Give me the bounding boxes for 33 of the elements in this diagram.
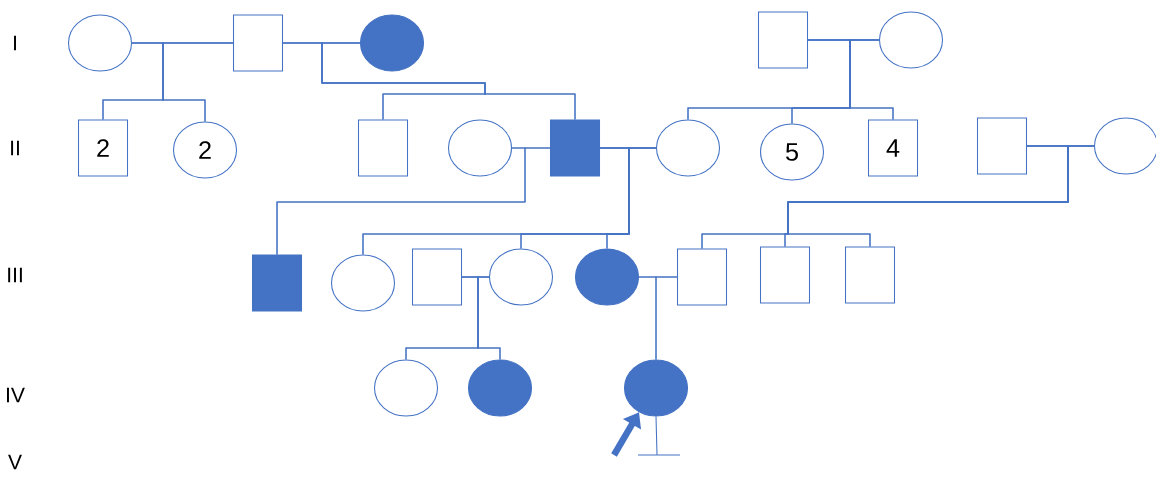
generation-label: I <box>14 35 16 51</box>
affected-male-square <box>550 119 601 177</box>
affected-female-circle <box>624 359 689 417</box>
generation-label: IV <box>7 387 25 403</box>
male-square: 4 <box>867 119 919 177</box>
descent-line <box>606 147 657 249</box>
descent-line <box>849 39 894 120</box>
male-square <box>358 119 409 177</box>
generation-label: II <box>11 140 19 156</box>
female-circle <box>448 119 513 177</box>
female-circle <box>331 254 396 312</box>
male-square <box>844 246 896 304</box>
male-square <box>760 246 811 304</box>
descent-line <box>655 276 678 360</box>
descent-line <box>162 42 234 122</box>
affected-male-square <box>252 254 303 312</box>
male-square <box>412 248 463 306</box>
female-circle <box>656 119 721 177</box>
descent-line <box>477 276 501 360</box>
male-square: 2 <box>78 119 129 177</box>
generation-label: III <box>8 267 22 283</box>
affected-female-circle <box>468 359 533 417</box>
male-square <box>757 11 809 69</box>
male-square <box>976 117 1028 175</box>
female-circle <box>879 11 944 69</box>
male-square <box>676 248 728 306</box>
female-circle <box>374 359 439 417</box>
generation-label: V <box>8 454 22 470</box>
female-circle <box>68 14 133 72</box>
male-square <box>233 14 284 72</box>
affected-female-circle <box>360 14 425 72</box>
affected-female-circle <box>575 248 640 306</box>
female-circle <box>489 248 554 306</box>
